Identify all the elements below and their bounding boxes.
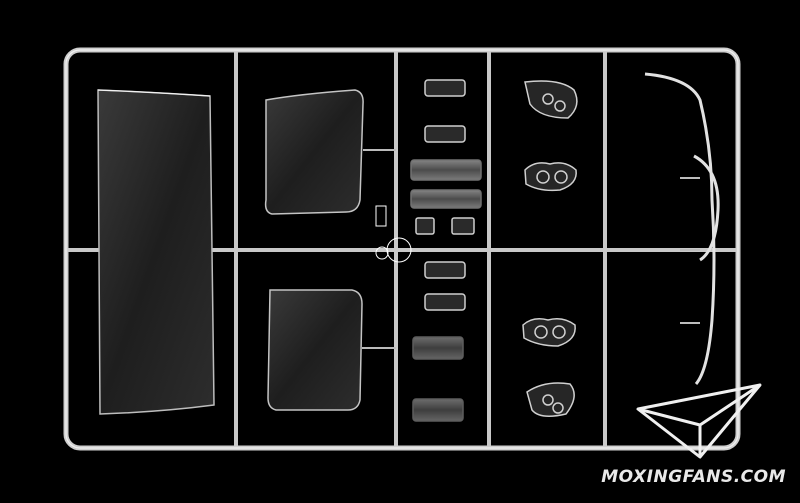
paper-plane-icon — [636, 383, 762, 459]
watermark-text: MOXINGFANS.COM — [601, 467, 786, 487]
side-window-upper — [264, 89, 396, 215]
sprue-gate-hub — [375, 205, 412, 263]
headlight-parts — [522, 80, 578, 417]
curved-trim-part — [644, 72, 720, 385]
trim-gate-pins — [680, 177, 700, 324]
side-window-lower — [267, 289, 396, 411]
windshield-part — [97, 89, 215, 415]
sprue-frame-highlight — [65, 49, 739, 449]
light-lens-parts — [410, 79, 482, 422]
